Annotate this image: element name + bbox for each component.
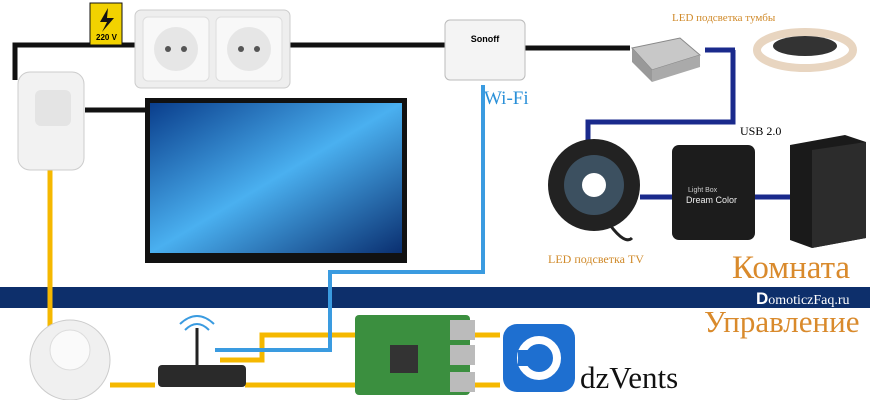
light-box-brand: Light Box (688, 187, 718, 194)
title-band (0, 287, 870, 308)
led-strip-cabinet (753, 28, 857, 72)
site-label: DomoticzFaq.ru (756, 289, 850, 309)
smart-plug (17, 71, 85, 171)
sonoff-logo: Sonoff (471, 34, 500, 44)
raspberry-pi (355, 315, 475, 395)
sonoff-switch: Sonoff (444, 19, 526, 81)
xiaomi-gateway (29, 319, 111, 400)
voltage-label: 220 V (96, 33, 117, 42)
light-box: Light Box Dream Color (672, 145, 755, 240)
led-cabinet-label: LED подсветка тумбы (672, 12, 776, 24)
control-label: Управление (704, 304, 860, 339)
site-name: omoticzFaq.ru (768, 293, 850, 308)
dzvents-logo (503, 324, 575, 392)
led-tv-label: LED подсветка TV (548, 252, 644, 266)
wall-socket (134, 9, 291, 89)
dzvents-label: dzVents (580, 360, 679, 395)
led-strip-tv (548, 139, 640, 242)
wifi-label: Wi-Fi (484, 88, 529, 109)
wifi-router (158, 315, 246, 387)
wifi-link (215, 85, 485, 352)
wired-links (47, 170, 500, 388)
usb-label: USB 2.0 (740, 124, 782, 138)
power-supply (631, 37, 702, 82)
light-box-model: Dream Color (686, 195, 737, 205)
pc-tower (790, 135, 866, 248)
tv (145, 98, 407, 263)
lightning-icon (100, 8, 114, 32)
site-initial: D (756, 289, 769, 308)
room-label: Комната (732, 250, 851, 286)
wifi-icon (179, 315, 215, 331)
led-links (585, 47, 790, 200)
